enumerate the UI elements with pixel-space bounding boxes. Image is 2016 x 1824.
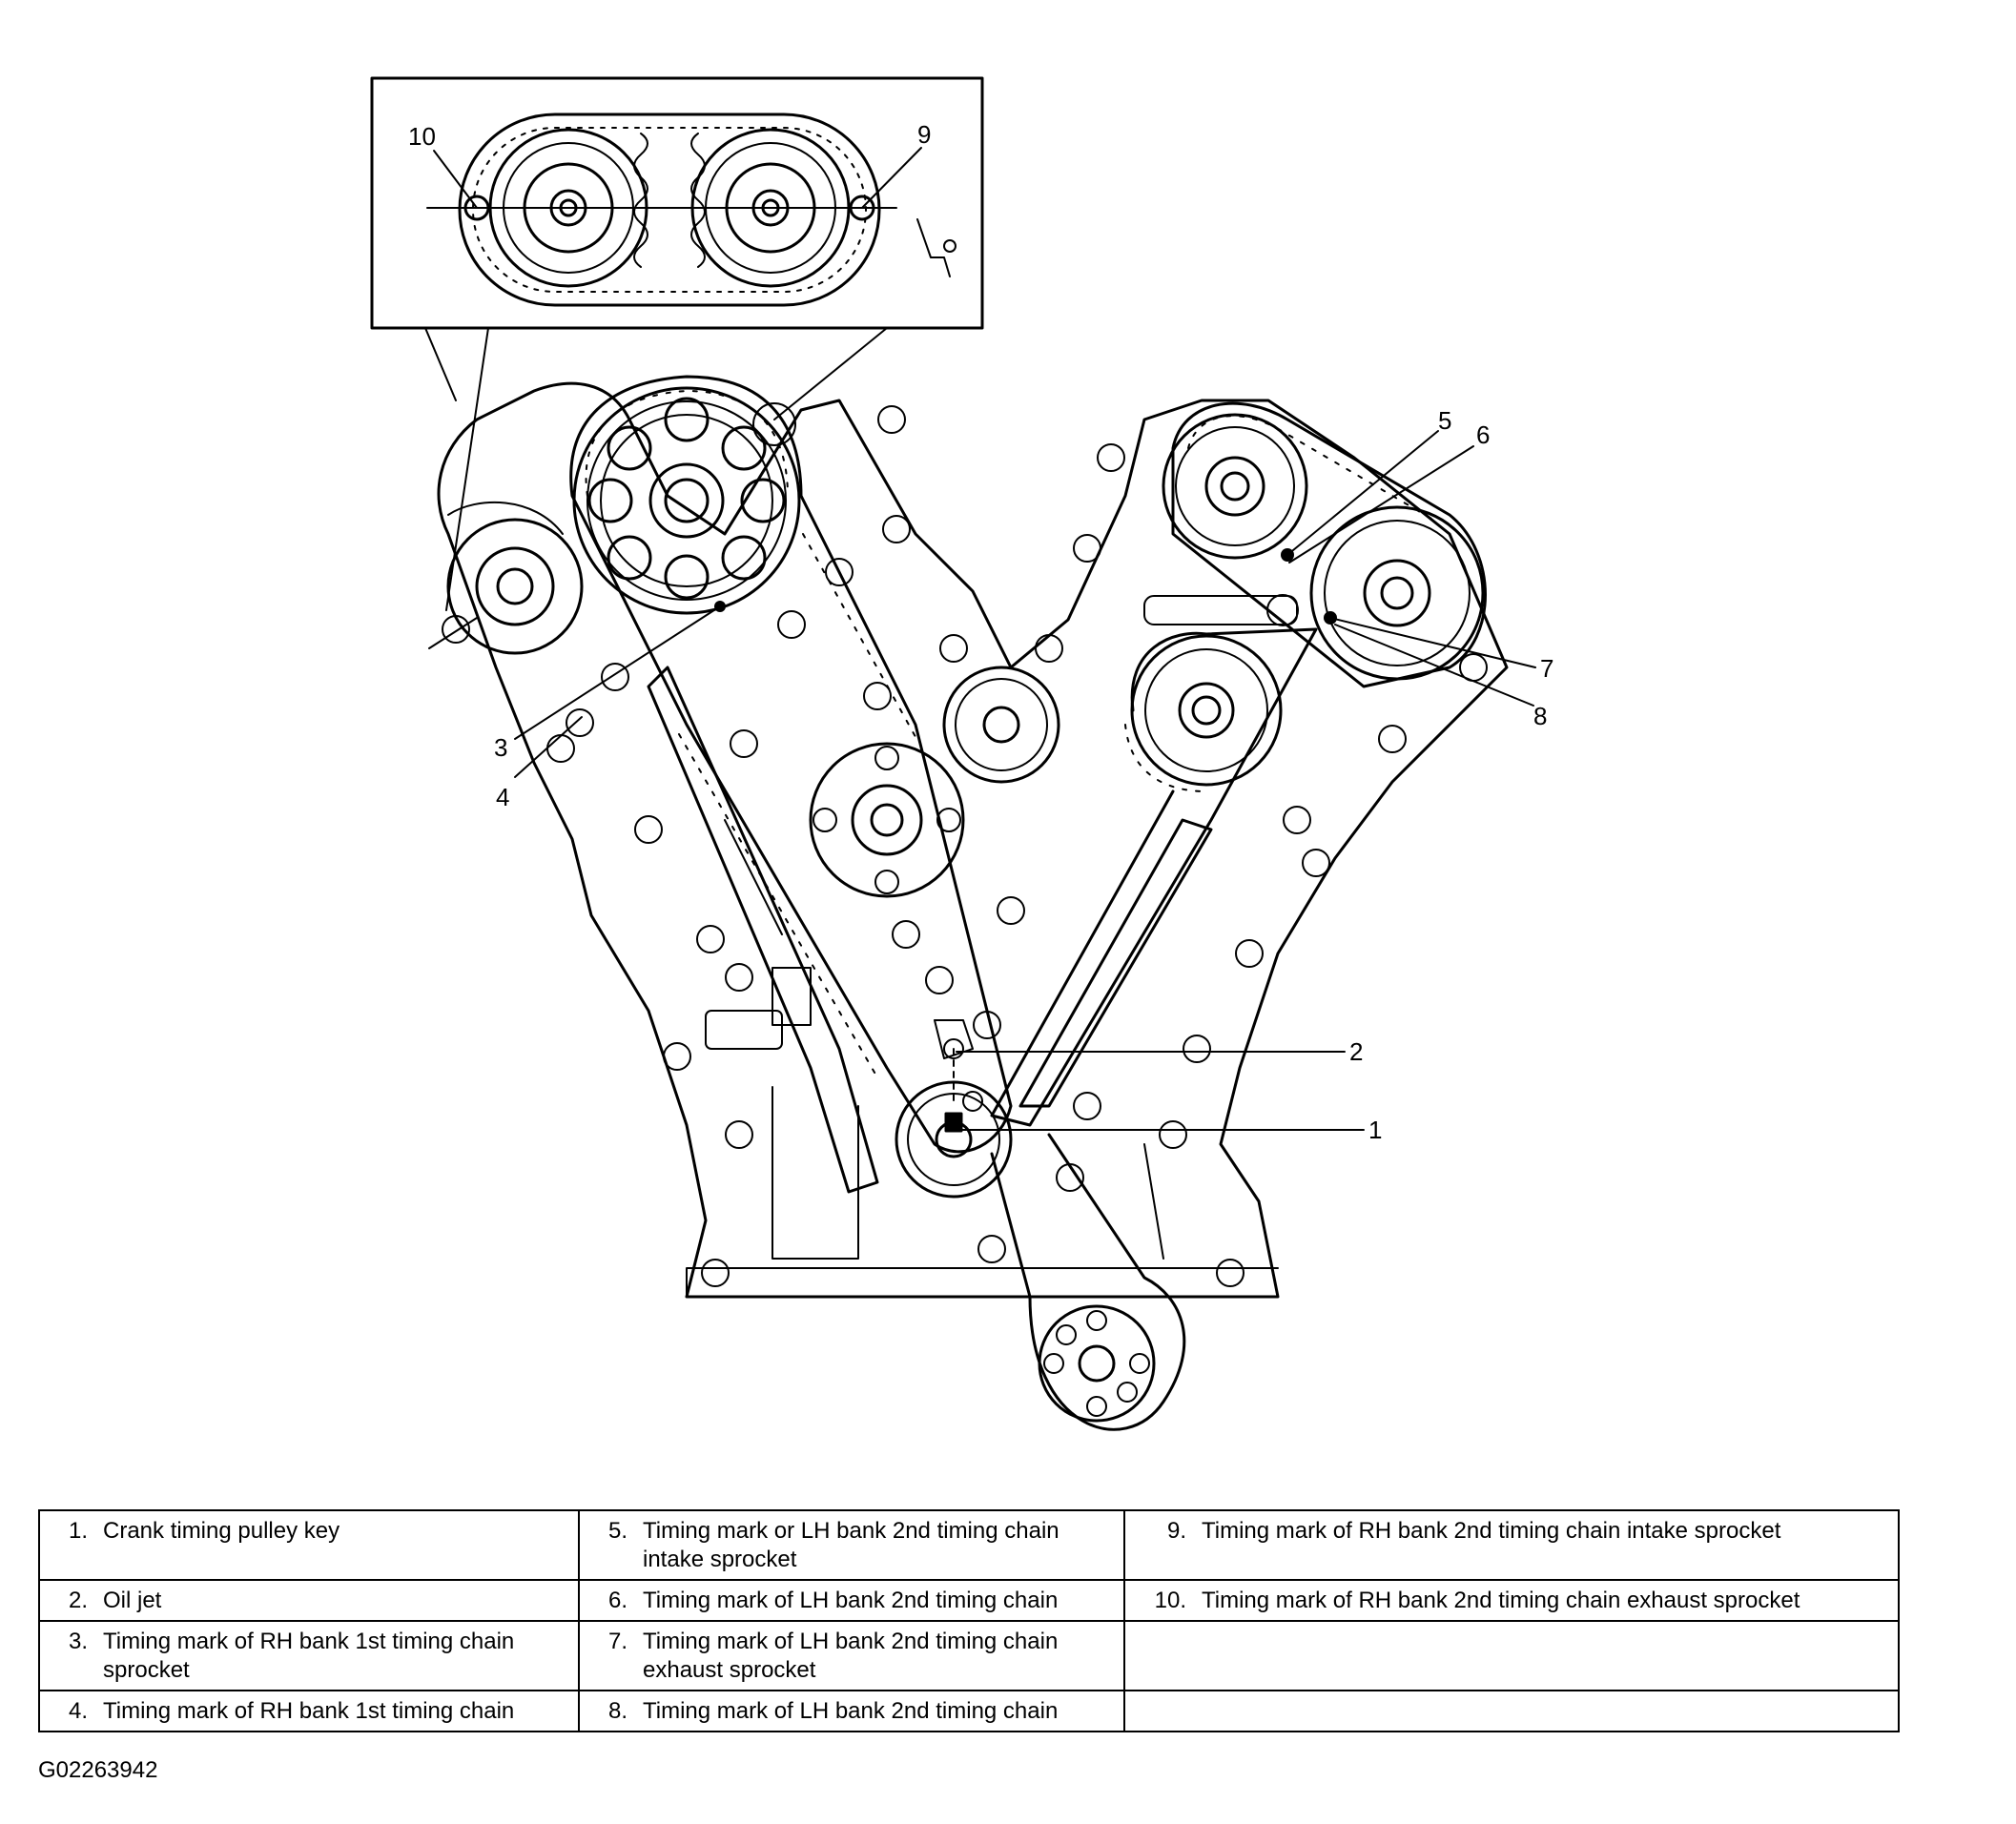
right-chain-guide	[1018, 818, 1213, 1108]
legend-item-5: 5.Timing mark or LH bank 2nd timing chai…	[578, 1509, 1125, 1581]
lh-bank-exhaust-sprocket	[1309, 505, 1485, 681]
lower-sprocket	[990, 1133, 1186, 1431]
legend-table: 1.Crank timing pulley key 5.Timing mark …	[38, 1509, 1900, 1732]
callout-9: 9	[917, 120, 931, 149]
callout-4: 4	[496, 783, 509, 811]
oil-jet	[934, 1011, 1001, 1059]
legend-row: 4.Timing mark of RH bank 1st timing chai…	[38, 1690, 1900, 1732]
lh-bank-1st-timing-chain	[990, 627, 1318, 1127]
legend-item-6: 6.Timing mark of LH bank 2nd timing chai…	[578, 1579, 1125, 1622]
legend-item-7: 7.Timing mark of LH bank 2nd timing chai…	[578, 1620, 1125, 1691]
legend-row: 1.Crank timing pulley key 5.Timing mark …	[38, 1509, 1900, 1581]
legend-empty-cell	[1123, 1620, 1900, 1691]
crank-sprocket	[895, 1048, 1013, 1199]
cover-bolts	[546, 405, 1488, 1287]
callout-6: 6	[1476, 420, 1490, 449]
callout-3: 3	[494, 733, 507, 762]
legend-item-8: 8.Timing mark of LH bank 2nd timing chai…	[578, 1690, 1125, 1732]
legend-item-1: 1.Crank timing pulley key	[38, 1509, 580, 1581]
lh-bank-1st-sprocket	[1130, 594, 1299, 787]
figure-id: G02263942	[38, 1757, 158, 1783]
callout-1: 1	[1368, 1116, 1382, 1144]
callout-7: 7	[1540, 654, 1553, 683]
timing-chain-diagram: 1 2 3 4 5 6 7 8 9 10	[370, 76, 1553, 1431]
center-idler-sprocket	[942, 666, 1060, 784]
legend-item-9: 9.Timing mark of RH bank 2nd timing chai…	[1123, 1509, 1900, 1581]
callouts: 1 2 3 4 5 6 7 8 9 10	[408, 120, 1553, 1144]
lh-bank-intake-sprocket	[1162, 413, 1308, 560]
chain-tensioner	[705, 967, 812, 1050]
callout-5: 5	[1438, 406, 1451, 435]
legend-item-10: 10.Timing mark of RH bank 2nd timing cha…	[1123, 1579, 1900, 1622]
legend-row: 2.Oil jet 6.Timing mark of LH bank 2nd t…	[38, 1579, 1900, 1622]
left-chain-guide	[647, 666, 879, 1194]
legend-item-2: 2.Oil jet	[38, 1579, 580, 1622]
legend-item-4: 4.Timing mark of RH bank 1st timing chai…	[38, 1690, 580, 1732]
pump-hub	[809, 742, 965, 898]
legend-row: 3.Timing mark of RH bank 1st timing chai…	[38, 1620, 1900, 1691]
callout-10: 10	[408, 122, 436, 151]
callout-8: 8	[1533, 702, 1547, 730]
legend-empty-cell	[1123, 1690, 1900, 1732]
callout-2: 2	[1349, 1037, 1363, 1066]
rh-bank-cam-sprocket	[572, 386, 801, 615]
rh-bank-1st-timing-chain	[569, 375, 1013, 1154]
left-idler-pulley	[428, 501, 584, 655]
engine-front-outline	[437, 381, 1509, 1299]
inset-detail	[370, 76, 984, 611]
legend-item-3: 3.Timing mark of RH bank 1st timing chai…	[38, 1620, 580, 1691]
